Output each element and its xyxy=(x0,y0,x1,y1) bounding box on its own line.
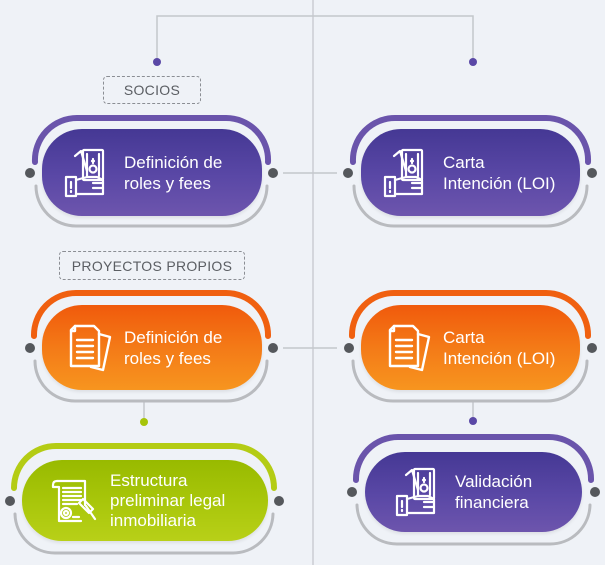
card-label: Carta Intención (LOI) xyxy=(443,152,556,193)
ring-socios-roles xyxy=(25,114,278,228)
card-estructura-legal[interactable]: Estructura preliminar legal inmobiliaria xyxy=(22,460,268,541)
card-validacion-financiera[interactable]: Validación financiera xyxy=(365,452,582,532)
group-tag-proyectos-propios: PROYECTOS PROPIOS xyxy=(59,251,245,280)
ring-socios-loi xyxy=(343,114,597,228)
card-socios-definicion-roles[interactable]: Definición de roles y fees xyxy=(42,129,262,216)
card-socios-carta-intencion[interactable]: Carta Intención (LOI) xyxy=(361,129,580,216)
card-label: Estructura preliminar legal inmobiliaria xyxy=(110,470,226,530)
card-label: Definición de roles y fees xyxy=(124,152,223,193)
card-propios-definicion-roles[interactable]: Definición de roles y fees xyxy=(42,305,262,390)
card-label: Definición de roles y fees xyxy=(124,327,223,368)
branch-dot-right xyxy=(469,58,477,66)
card-label: Carta Intención (LOI) xyxy=(443,327,556,368)
top-branch-connector xyxy=(156,15,474,62)
ring-estructura-legal xyxy=(5,443,284,555)
down-dot-right xyxy=(469,417,477,425)
money-hand-icon xyxy=(395,467,436,517)
card-label: Validación financiera xyxy=(455,472,533,512)
card-propios-carta-intencion[interactable]: Carta Intención (LOI) xyxy=(361,305,580,390)
legal-scroll-gavel-icon xyxy=(51,479,97,522)
branch-dot-left xyxy=(153,58,161,66)
down-dot-left xyxy=(140,418,148,426)
documents-icon xyxy=(69,324,112,371)
ring-propios-roles xyxy=(25,290,278,403)
ring-validacion-financiera xyxy=(347,434,600,546)
money-hand-icon xyxy=(383,148,424,197)
ring-propios-loi xyxy=(344,290,597,403)
money-hand-icon xyxy=(64,148,105,197)
documents-icon xyxy=(388,324,431,371)
group-tag-socios: SOCIOS xyxy=(103,76,201,104)
